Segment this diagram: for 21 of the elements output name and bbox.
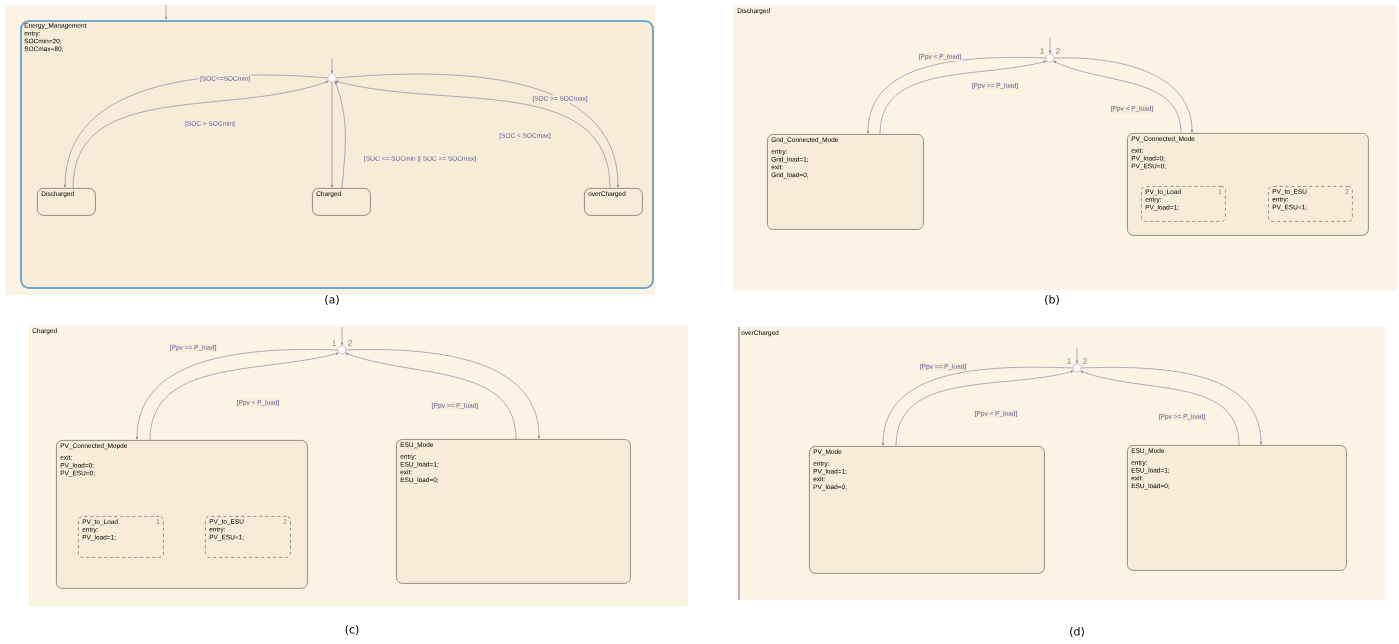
arrow xyxy=(345,352,517,440)
arrow xyxy=(164,4,168,20)
junction-number: 2 xyxy=(1083,358,1087,364)
panel-caption: (d) xyxy=(1070,627,1084,637)
panel-caption: (c) xyxy=(345,625,359,635)
junction-number: 1 xyxy=(1067,358,1071,364)
junction-number: 1 xyxy=(332,340,336,346)
panel-caption: (b) xyxy=(1045,295,1059,305)
arrow xyxy=(1075,347,1079,364)
junction-number: 2 xyxy=(1056,48,1060,54)
arrow xyxy=(340,326,344,346)
arrow xyxy=(1080,370,1240,446)
junction-number: 2 xyxy=(348,340,352,346)
arrow xyxy=(330,81,334,188)
panel-caption: (a) xyxy=(325,295,339,305)
arrow xyxy=(1048,37,1052,54)
junction-number: 1 xyxy=(1040,48,1044,54)
arrow xyxy=(1080,367,1263,445)
arrow xyxy=(330,57,334,74)
arrow xyxy=(334,81,346,189)
arrow xyxy=(345,349,541,439)
